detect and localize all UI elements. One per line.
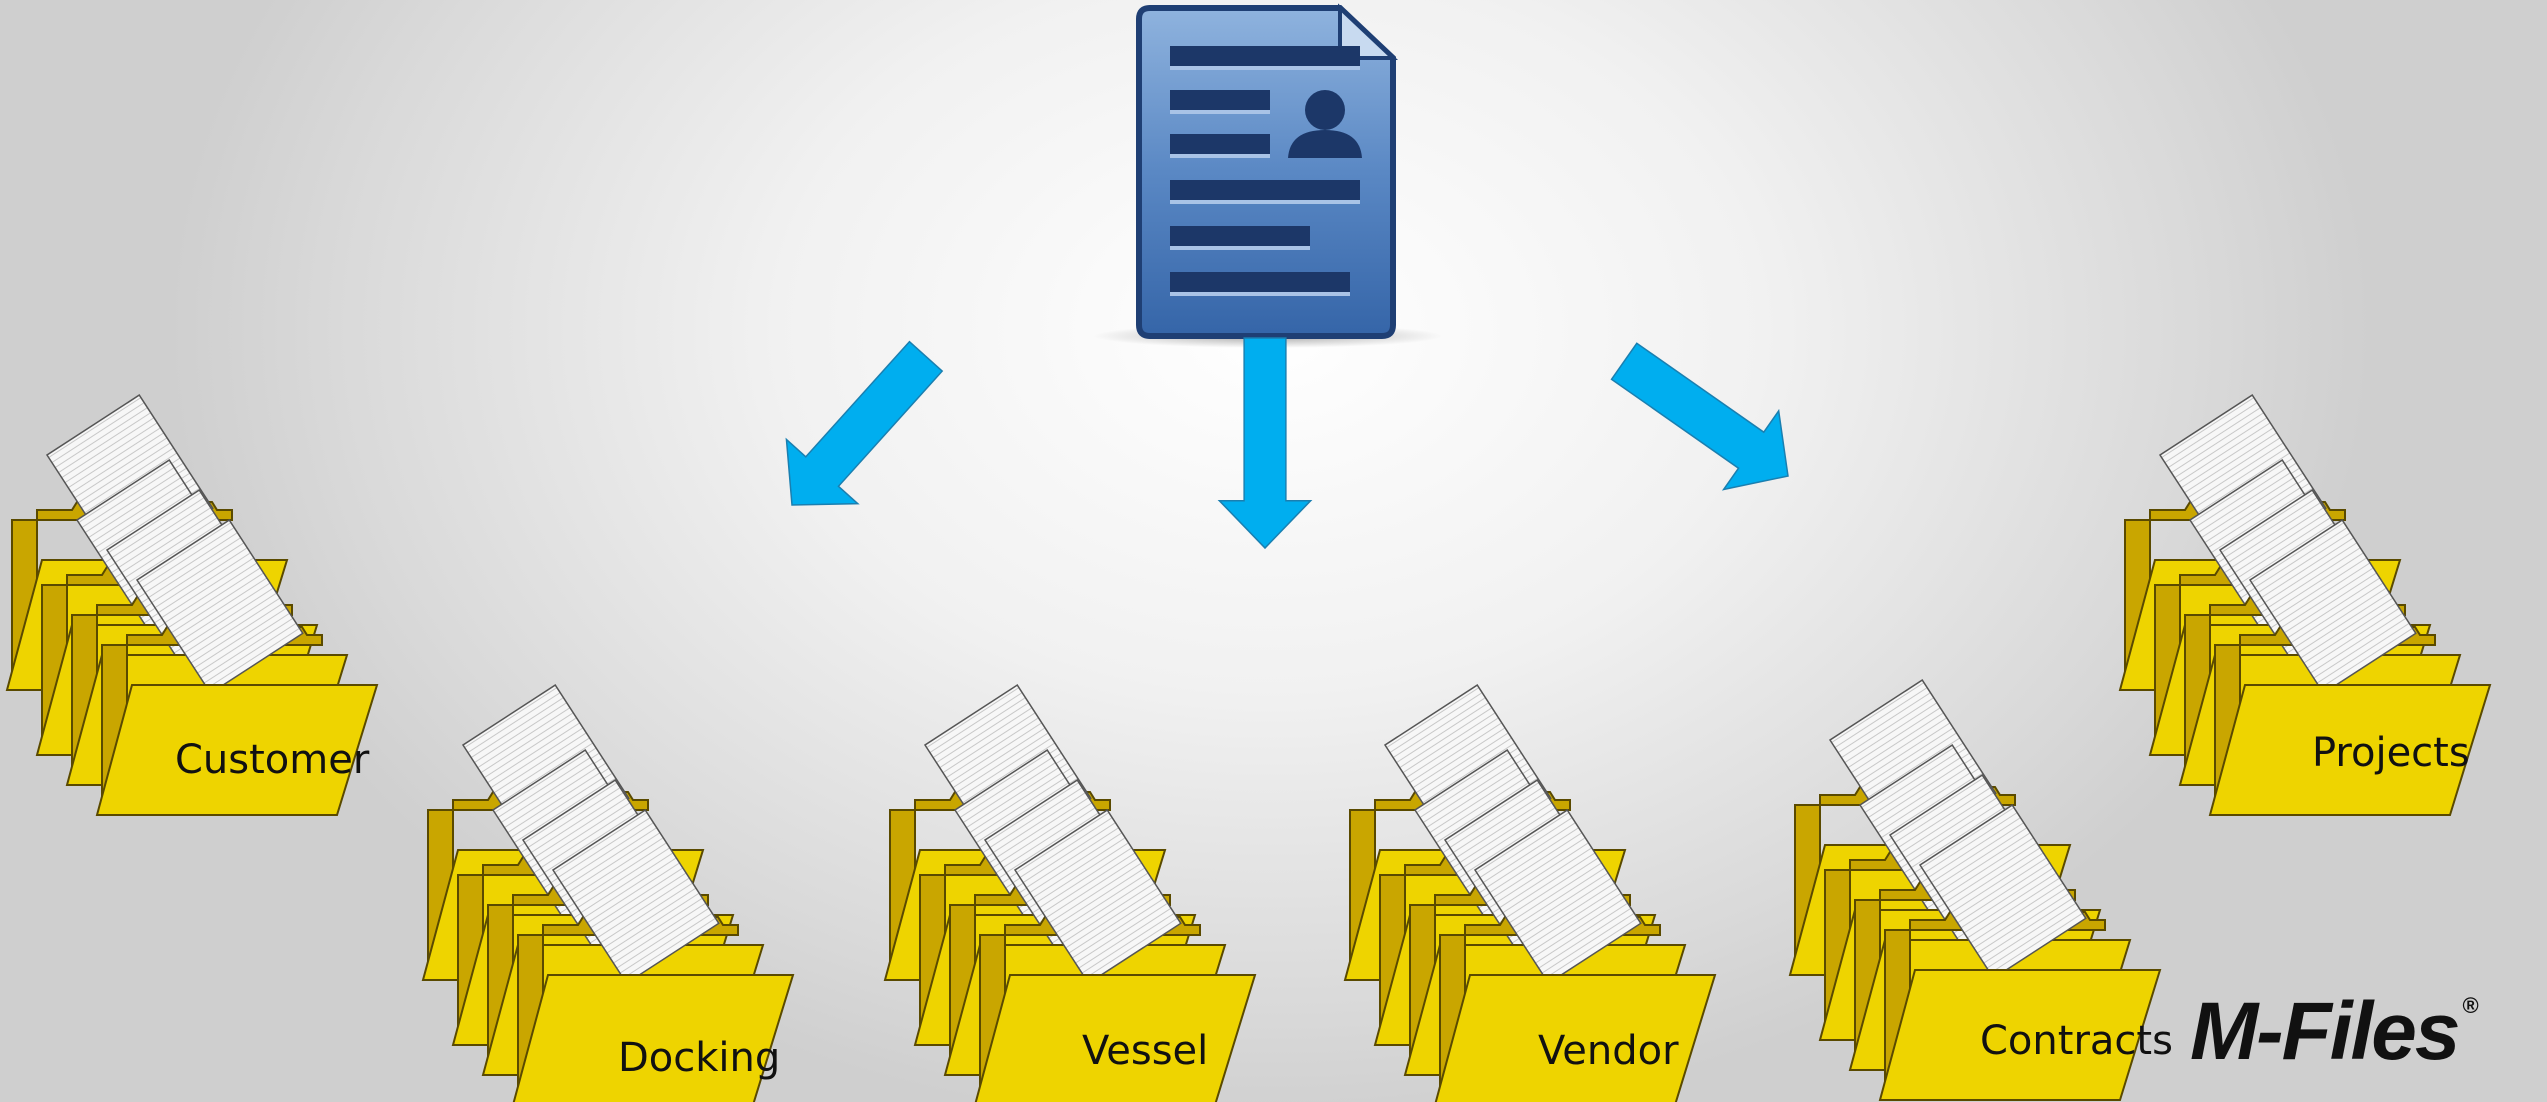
- logo-text: M-Files: [2190, 986, 2460, 1077]
- registered-mark: ®: [2462, 993, 2478, 1018]
- arrow-left: [755, 323, 963, 538]
- arrow-right: [1595, 321, 1817, 517]
- folder-label-customer: Customer: [175, 737, 370, 783]
- arrow-center: [1218, 337, 1312, 549]
- folder-label-vendor: Vendor: [1538, 1028, 1679, 1074]
- folder-label-vessel: Vessel: [1082, 1028, 1209, 1074]
- folder-label-projects: Projects: [2312, 730, 2470, 776]
- m-files-logo: M-Files®: [2190, 985, 2479, 1079]
- folder-label-docking: Docking: [618, 1035, 781, 1081]
- folder-label-contracts: Contracts: [1980, 1018, 2173, 1064]
- contact-document-icon: [1093, 3, 1443, 348]
